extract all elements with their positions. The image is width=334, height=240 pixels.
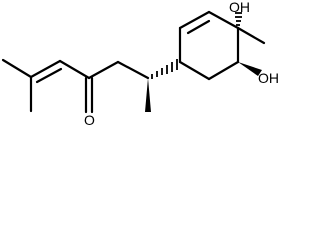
ring-bond-2 <box>178 10 211 30</box>
ring-bond-6 <box>178 60 211 81</box>
hydroxyl-top-label: OH <box>229 0 250 15</box>
bond-quaternary-methyl <box>236 26 266 45</box>
wedge-hydroxyl-bottom <box>238 62 262 76</box>
ring-bond-5 <box>207 60 240 81</box>
bond-methyl-left <box>1 58 33 79</box>
ring-double-bond-inner <box>186 19 211 35</box>
ketone-oxygen-label: O <box>84 112 95 128</box>
hashed-bond-to-hydroxyl-top <box>235 12 242 26</box>
ring-bond-3 <box>207 10 240 30</box>
bond-methylene <box>87 60 120 80</box>
bond-to-carbonyl <box>58 59 91 80</box>
chemical-structure: O OH OH <box>1 0 279 128</box>
hashed-bond-to-ring <box>151 59 178 79</box>
wedge-methyl <box>145 78 151 112</box>
bond-stereocenter <box>116 60 150 80</box>
bond-c-c-double-inner <box>35 67 63 84</box>
bond-c-c-double-outer <box>29 59 62 79</box>
hydroxyl-bottom-label: OH <box>258 70 279 86</box>
